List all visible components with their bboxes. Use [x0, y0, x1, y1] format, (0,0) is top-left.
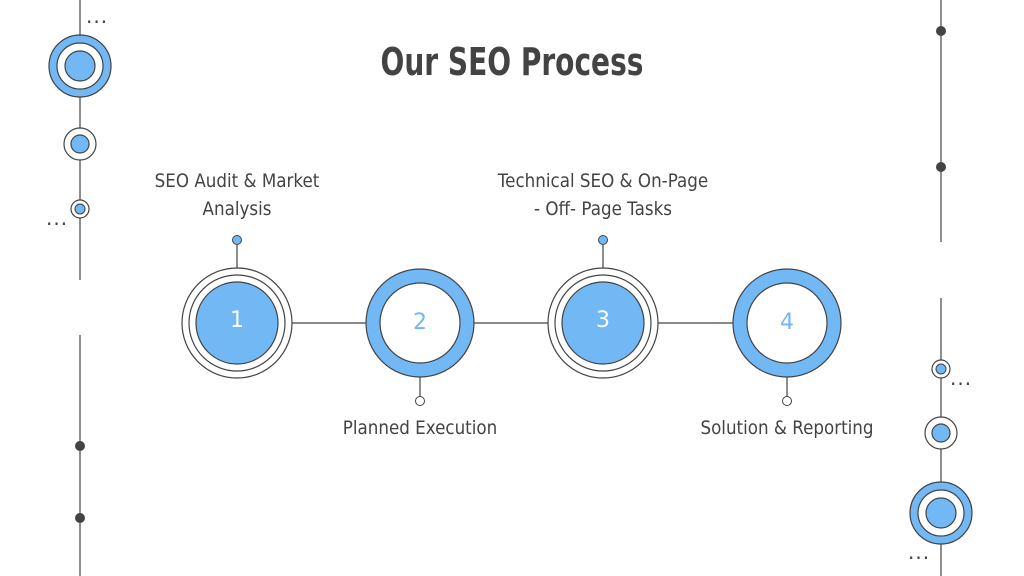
step-1-label-line: Analysis — [202, 198, 272, 220]
step-1-circle — [181, 235, 293, 379]
dots-icon: ... — [86, 4, 109, 28]
right-small-ring-icon — [931, 359, 951, 379]
right-dot-icon — [936, 162, 946, 172]
left-dot-icon — [75, 441, 85, 451]
step-3-number: 3 — [596, 308, 610, 333]
step-1-number: 1 — [230, 308, 244, 333]
step-3-label-line: - Off- Page Tasks — [534, 198, 672, 220]
step-3-label: Technical SEO & On-Page - Off- Page Task… — [480, 167, 726, 223]
page-title: Our SEO Process — [380, 40, 644, 84]
step-1-label-line: SEO Audit & Market — [154, 170, 320, 192]
step-4-label: Solution & Reporting — [700, 417, 874, 439]
dots-icon: ... — [908, 540, 931, 564]
left-dot-icon — [75, 513, 85, 523]
step-3-circle — [547, 235, 659, 379]
dots-icon: ... — [46, 206, 69, 230]
left-big-ring-icon — [48, 34, 112, 98]
step-4-circle — [732, 268, 842, 406]
right-big-ring-icon — [909, 481, 973, 545]
right-dot-icon — [936, 26, 946, 36]
step-2-label: Planned Execution — [342, 417, 498, 439]
step-2-number: 2 — [413, 310, 427, 335]
left-small-ring-icon — [70, 199, 90, 219]
left-medium-ring-icon — [63, 127, 97, 161]
step-3-label-line: Technical SEO & On-Page — [497, 170, 709, 192]
dots-icon: ... — [950, 366, 973, 390]
step-2-circle — [365, 268, 475, 406]
step-1-label: SEO Audit & Market Analysis — [131, 167, 342, 223]
step-4-number: 4 — [780, 310, 794, 335]
right-medium-ring-icon — [924, 416, 958, 450]
